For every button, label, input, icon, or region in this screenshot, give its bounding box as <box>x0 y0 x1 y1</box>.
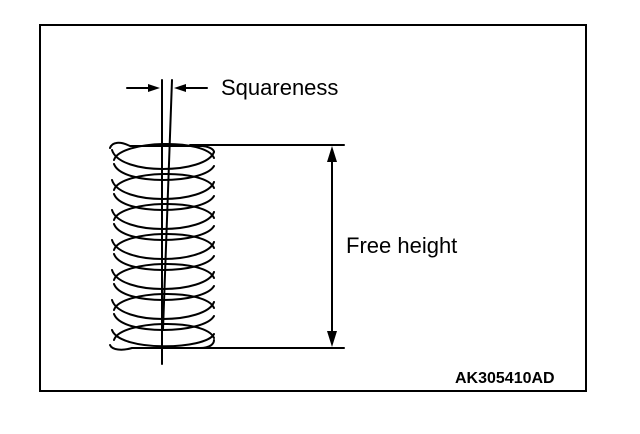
spring-back-turns <box>113 143 215 341</box>
free-height-arrowhead-bottom <box>327 331 337 347</box>
free-height-arrowhead-top <box>327 146 337 162</box>
figure-frame <box>39 24 587 392</box>
squareness-label: Squareness <box>221 75 339 100</box>
figure-code-label: AK305410AD <box>455 370 555 387</box>
squareness-arrowhead-left <box>148 84 160 92</box>
squareness-arrowhead-right <box>174 84 186 92</box>
spring-end-coils <box>109 141 215 351</box>
free-height-label: Free height <box>346 233 458 258</box>
squareness-tilted-line <box>162 79 173 331</box>
